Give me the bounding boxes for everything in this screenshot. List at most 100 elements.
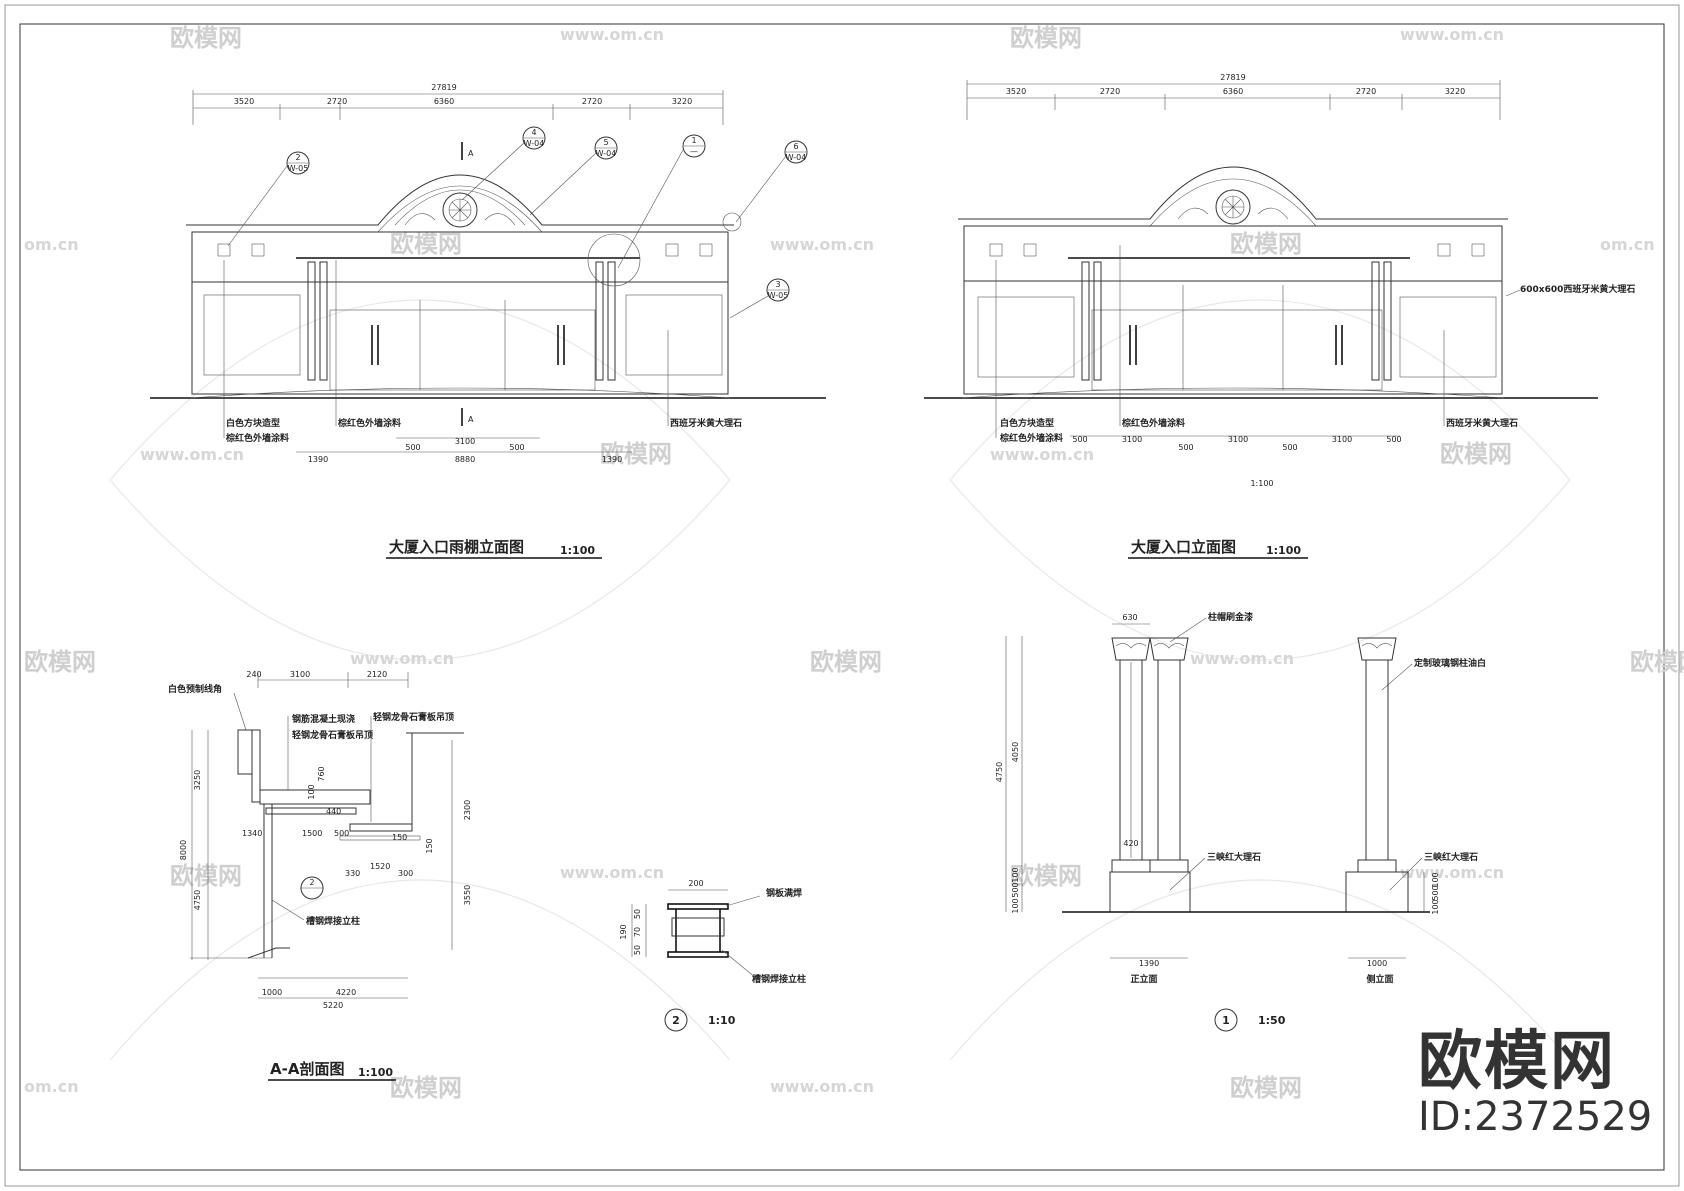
drawing-scale: 1:100 [560, 544, 595, 557]
dim: 3100 [1122, 435, 1142, 444]
sheet-border-outer [4, 4, 1680, 1187]
note: 轻钢龙骨石膏板吊顶 [373, 711, 454, 723]
dim: 330 [345, 869, 360, 878]
note: 棕红色外墙涂料 [337, 417, 401, 429]
note-marble: 600x600西班牙米黄大理石 [1520, 283, 1635, 295]
watermark-url: www.om.cn [990, 445, 1094, 464]
dim: 2720 [582, 97, 602, 106]
callouts: 2 W-05 4 W-04 5 W-04 1 — 6 W-04 3 W-05 [227, 126, 808, 319]
dim: 5220 [323, 1001, 343, 1010]
watermark-brand: 欧模网 [170, 862, 242, 890]
dim: 190 [619, 924, 628, 939]
dim: 4220 [336, 988, 356, 997]
dim: 3100 [1228, 435, 1248, 444]
note: 棕红色外墙涂料 [225, 432, 289, 444]
callout-ref: — [690, 147, 698, 156]
sheet-border-inner [19, 23, 1665, 1171]
drawing-detail-1: 630 4750 4050 100 500 100 420 100 500 [995, 611, 1486, 1032]
watermark-url: www.om.cn [140, 445, 244, 464]
dim: 150 [425, 838, 434, 853]
dim: 3550 [463, 885, 472, 905]
dim: 3520 [234, 97, 254, 106]
dim: 1000 [262, 988, 282, 997]
dim: 6360 [434, 97, 454, 106]
dim: 2300 [463, 800, 472, 820]
dim: 500 [1431, 885, 1440, 900]
callout-ref: W-05 [288, 164, 309, 173]
note: 三峡红大理石 [1207, 851, 1261, 863]
dim: 3100 [455, 437, 475, 446]
note: 西班牙米黄大理石 [670, 417, 742, 429]
overall-dim: 27819 [1220, 73, 1245, 82]
dim: 760 [317, 766, 326, 781]
note: 轻钢龙骨石膏板吊顶 [292, 729, 373, 741]
watermark-brand: 欧模网 [600, 440, 672, 468]
watermark-brand: 欧模网 [1230, 1074, 1302, 1102]
watermark-url: om.cn [24, 235, 79, 254]
watermark-url: www.om.cn [1400, 863, 1504, 882]
dim: 100 [1011, 898, 1020, 913]
dim: 2120 [367, 670, 387, 679]
callout-num: 6 [793, 142, 798, 151]
drawing-section-aa: 240 3100 2120 3250 8000 4750 2300 3550 7… [168, 670, 472, 1081]
drawing-scale: 1:10 [708, 1014, 736, 1027]
dim: 300 [398, 869, 413, 878]
dim: 500 [334, 829, 349, 838]
dim: 50 [633, 909, 642, 919]
detail-ref: 2 [309, 878, 314, 887]
section-mark: A [468, 149, 474, 158]
dim: 200 [688, 879, 703, 888]
dim: 1500 [302, 829, 322, 838]
callout-ref: W-04 [596, 149, 617, 158]
dim: 2720 [1356, 87, 1376, 96]
drawing-scale: 1:50 [1258, 1014, 1286, 1027]
watermark-brand: 欧模网 [170, 24, 242, 52]
view-label: 侧立面 [1366, 973, 1393, 985]
dim: 3100 [290, 670, 310, 679]
callout-num: 2 [295, 153, 300, 162]
watermarks: 欧模网 www.om.cn 欧模网 www.om.cn om.cn 欧模网 ww… [24, 24, 1684, 1102]
note: 白色方块造型 [226, 417, 280, 429]
dim: 100 [1011, 867, 1020, 882]
callout-ref: W-04 [524, 139, 545, 148]
drawing-title: A-A剖面图 [270, 1060, 344, 1078]
overall-dim: 27819 [431, 83, 456, 92]
dim: 150 [392, 833, 407, 842]
watermark-brand: 欧模网 [390, 1074, 462, 1102]
dim: 500 [1282, 443, 1297, 452]
drawing-scale: 1:100 [358, 1066, 393, 1079]
dim: 240 [246, 670, 261, 679]
dim: 3250 [193, 770, 202, 790]
dim: 440 [326, 807, 341, 816]
scale-note: 1:100 [1250, 479, 1273, 488]
note: 白色方块造型 [1000, 417, 1054, 429]
note: 钢板满焊 [766, 887, 802, 899]
view-label: 正立面 [1130, 973, 1157, 985]
dim: 100 [1431, 872, 1440, 887]
dim: 3220 [1445, 87, 1465, 96]
watermark-brand: 欧模网 [810, 648, 882, 676]
callout-num: 5 [603, 138, 608, 147]
dim: 630 [1122, 613, 1137, 622]
drawing-scale: 1:100 [1266, 544, 1301, 557]
dim: 500 [509, 443, 524, 452]
callout-num: 4 [531, 128, 536, 137]
section-mark: A [468, 415, 474, 424]
watermark-brand: 欧模网 [1010, 862, 1082, 890]
dim: 3520 [1006, 87, 1026, 96]
watermark-url: om.cn [24, 1077, 79, 1096]
watermark-brand: 欧模网 [24, 648, 96, 676]
dim: 70 [633, 927, 642, 937]
note: 白色预制线角 [168, 683, 222, 695]
watermark-brand: 欧模网 [1010, 24, 1082, 52]
dim: 4750 [193, 890, 202, 910]
callout-ref: W-04 [786, 153, 807, 162]
dim: 100 [1431, 899, 1440, 914]
dim: 500 [1011, 882, 1020, 897]
watermark-url: www.om.cn [1400, 25, 1504, 44]
watermark-url: www.om.cn [770, 235, 874, 254]
watermark-url: www.om.cn [560, 863, 664, 882]
note: 西班牙米黄大理石 [1446, 417, 1518, 429]
drawing-detail-2: 200 190 50 70 50 钢板满焊 槽钢焊接立柱 2 1:10 [619, 879, 806, 1032]
